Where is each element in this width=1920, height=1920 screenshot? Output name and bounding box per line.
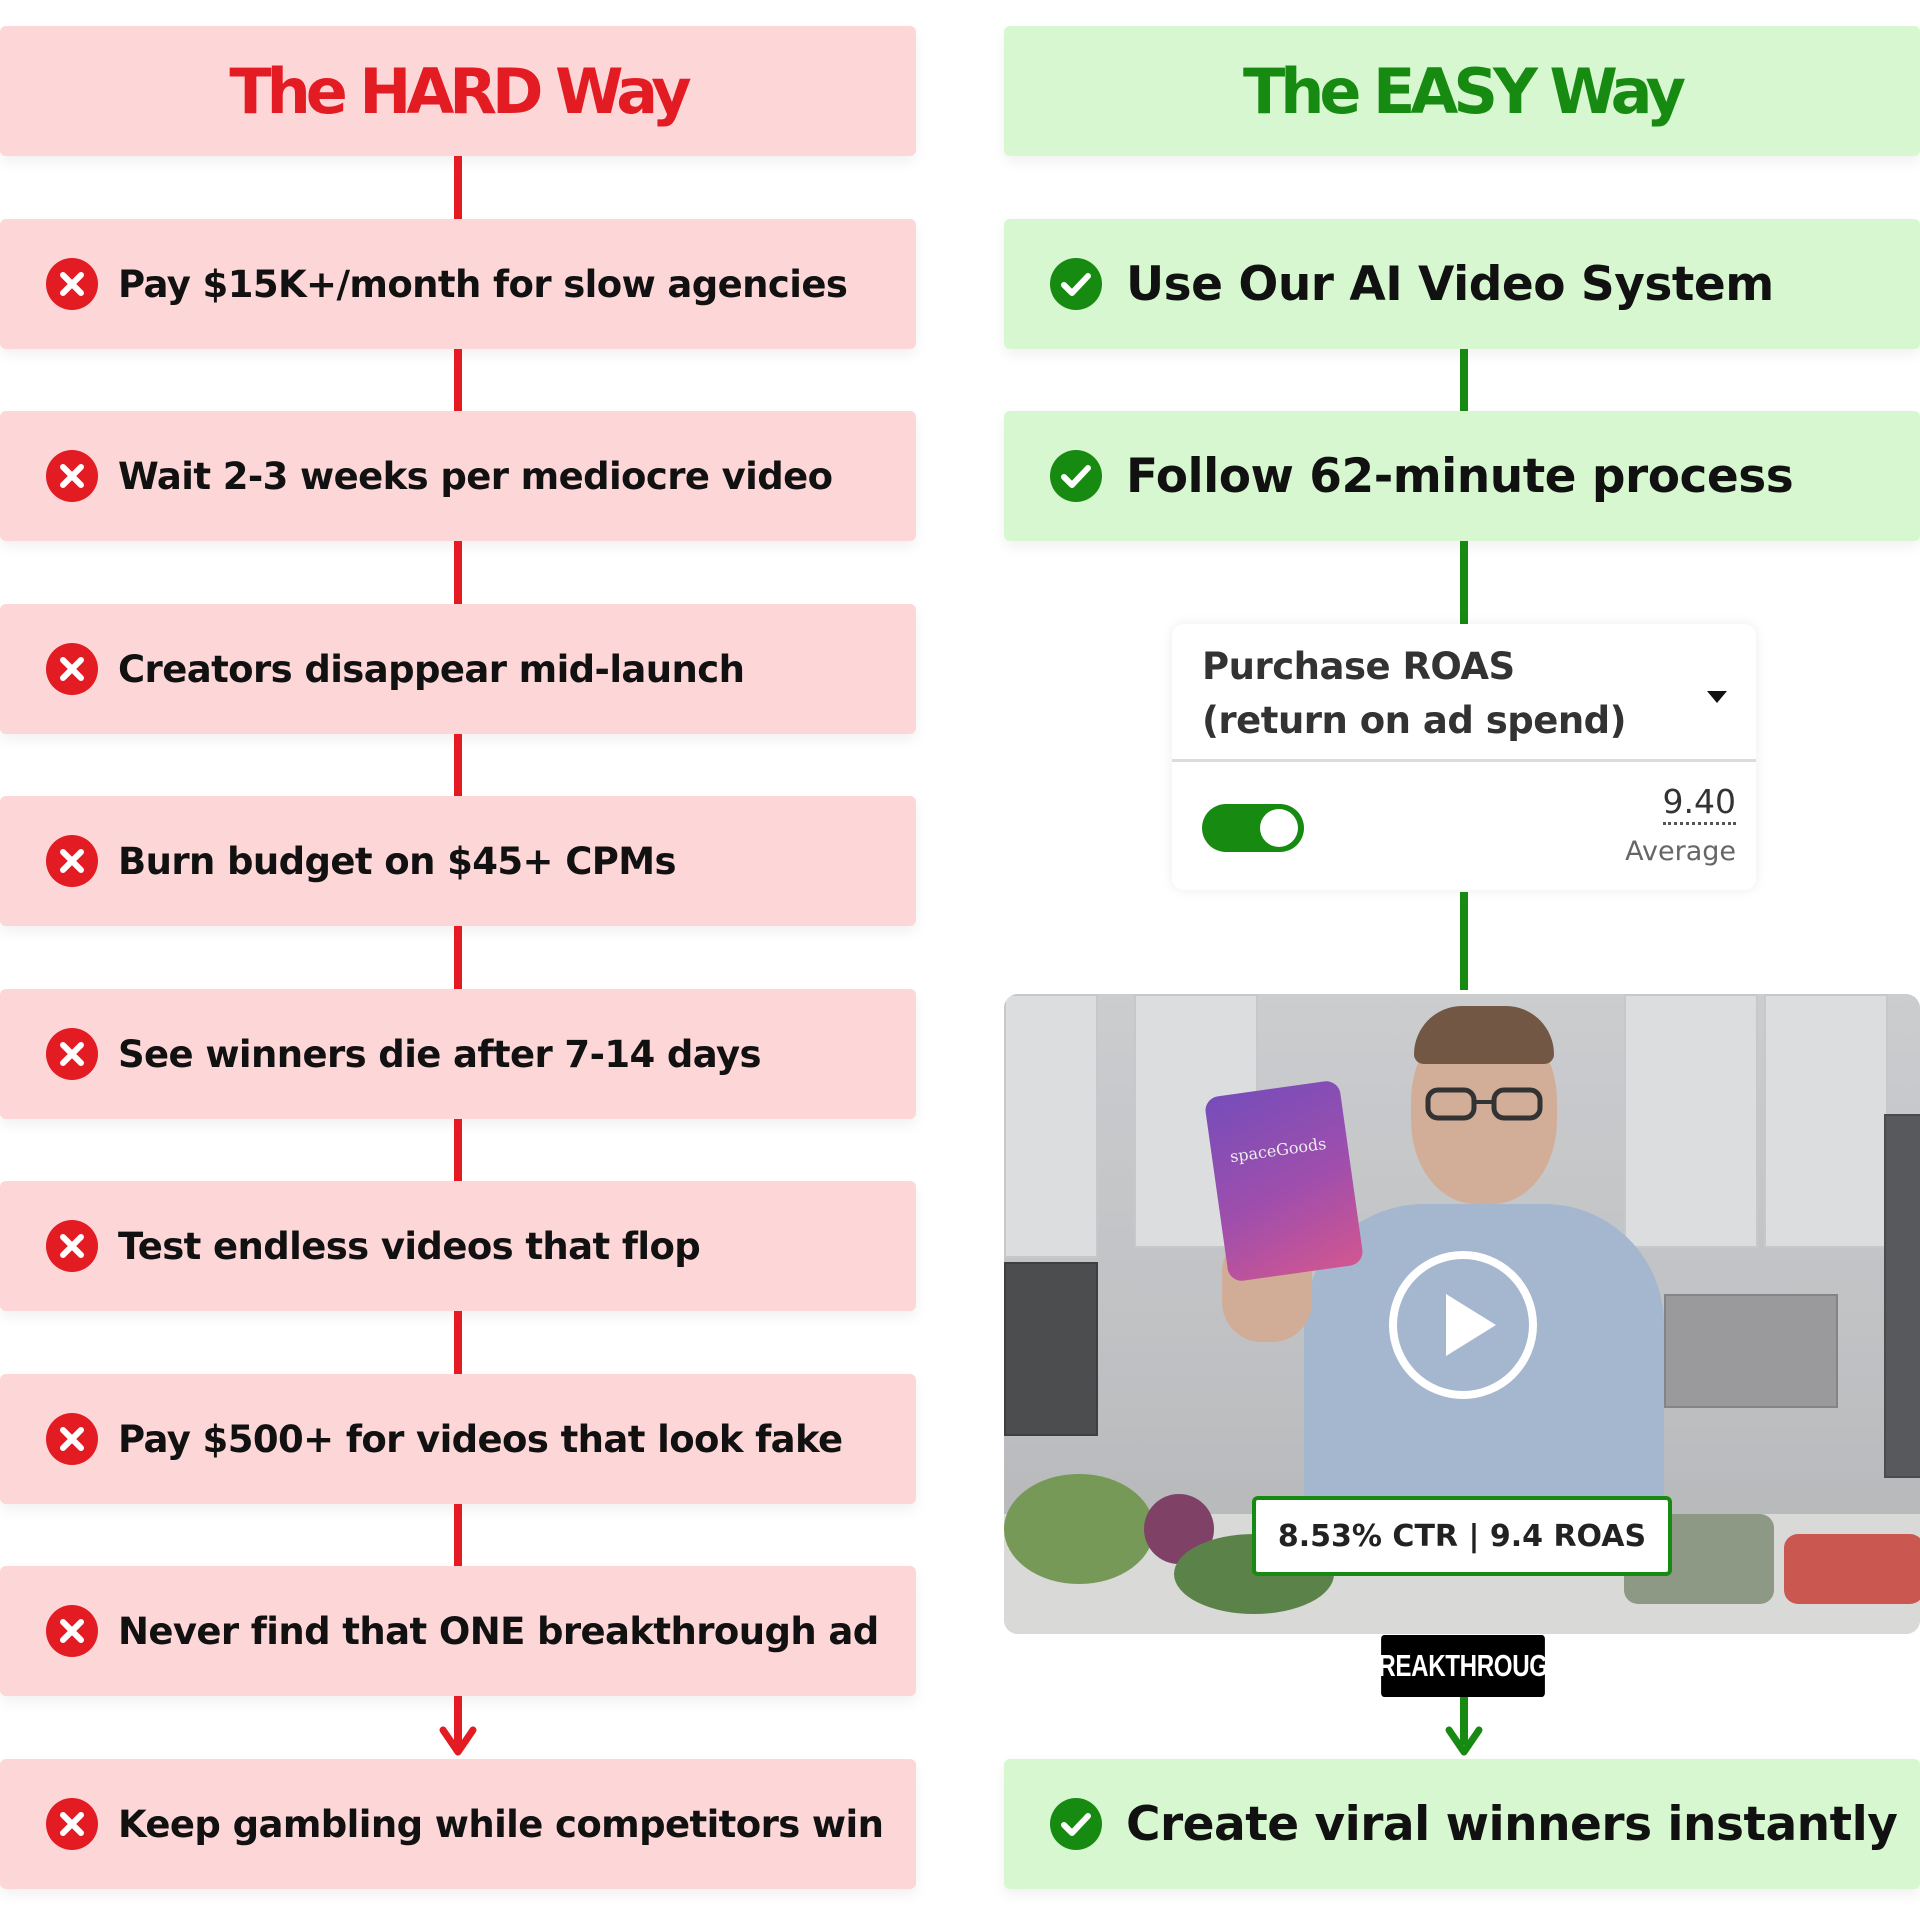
- x-circle-icon: [46, 1028, 98, 1080]
- hard-way-item: Never find that ONE breakthrough ad: [0, 1566, 916, 1696]
- toggle-knob: [1260, 809, 1298, 847]
- breakthrough-tag: BREAKTHROUGH: [1361, 1635, 1565, 1697]
- cabinet: [1624, 994, 1758, 1248]
- connector-line: [454, 349, 462, 412]
- roas-value-caption: Average: [1625, 836, 1736, 867]
- hard-way-item-label: See winners die after 7-14 days: [118, 1032, 762, 1076]
- check-circle-icon: [1050, 258, 1102, 310]
- connector-line: [1460, 349, 1468, 412]
- x-circle-icon: [46, 1220, 98, 1272]
- roas-value: 9.40: [1662, 782, 1736, 825]
- easy-way-item-label: Create viral winners instantly: [1126, 1796, 1898, 1852]
- hard-way-item-label: Test endless videos that flop: [118, 1224, 701, 1268]
- food-container: [1784, 1534, 1920, 1604]
- hard-way-item: See winners die after 7-14 days: [0, 989, 916, 1119]
- caret-down-icon[interactable]: [1706, 690, 1728, 704]
- hard-way-item-label: Keep gambling while competitors win: [118, 1802, 884, 1846]
- connector-line: [454, 1504, 462, 1567]
- vegetables: [1004, 1474, 1154, 1584]
- connector-line: [454, 1311, 462, 1375]
- connector-line: [454, 541, 462, 605]
- connector-line: [454, 1696, 462, 1746]
- hard-way-item-label: Never find that ONE breakthrough ad: [118, 1609, 879, 1653]
- hard-way-item: Creators disappear mid-launch: [0, 604, 916, 734]
- hard-way-item: Pay $15K+/month for slow agencies: [0, 219, 916, 349]
- stats-badge: 8.53% CTR | 9.4 ROAS: [1252, 1496, 1672, 1576]
- easy-way-item: Follow 62-minute process: [1004, 411, 1920, 541]
- check-circle-icon: [1050, 1798, 1102, 1850]
- x-circle-icon: [46, 450, 98, 502]
- card-divider: [1172, 759, 1756, 762]
- hard-way-item-label: Wait 2-3 weeks per mediocre video: [118, 454, 833, 498]
- metric-toggle[interactable]: [1202, 804, 1304, 852]
- easy-way-item: Use Our AI Video System: [1004, 219, 1920, 349]
- connector-line: [454, 156, 462, 220]
- play-icon[interactable]: [1388, 1250, 1538, 1400]
- oven: [1004, 1262, 1098, 1436]
- hard-way-item: Wait 2-3 weeks per mediocre video: [0, 411, 916, 541]
- fridge: [1884, 1114, 1920, 1478]
- x-circle-icon: [46, 643, 98, 695]
- metric-select-label[interactable]: Purchase ROAS (return on ad spend): [1202, 645, 1627, 742]
- hard-way-item: Test endless videos that flop: [0, 1181, 916, 1311]
- x-circle-icon: [46, 835, 98, 887]
- person-hair: [1414, 1006, 1554, 1064]
- easy-way-column: The EASY Way Use Our AI Video System Fol…: [1004, 0, 1920, 1920]
- connector-line: [1460, 541, 1468, 624]
- hard-way-header: The HARD Way: [0, 26, 916, 156]
- x-circle-icon: [46, 258, 98, 310]
- connector-line: [1460, 1697, 1468, 1745]
- hard-way-item-label: Pay $500+ for videos that look fake: [118, 1417, 843, 1461]
- hard-way-item: Burn budget on $45+ CPMs: [0, 796, 916, 926]
- easy-way-item-label: Use Our AI Video System: [1126, 256, 1774, 312]
- connector-line: [454, 1119, 462, 1182]
- easy-way-item-label: Follow 62-minute process: [1126, 448, 1794, 504]
- hard-way-item: Pay $500+ for videos that look fake: [0, 1374, 916, 1504]
- hard-way-item-label: Burn budget on $45+ CPMs: [118, 839, 677, 883]
- easy-way-item: Create viral winners instantly: [1004, 1759, 1920, 1889]
- connector-line: [1460, 892, 1468, 990]
- arrow-down-icon: [1445, 1726, 1483, 1756]
- x-circle-icon: [46, 1605, 98, 1657]
- hard-way-title: The HARD Way: [229, 54, 691, 128]
- arrow-down-icon: [439, 1726, 477, 1756]
- x-circle-icon: [46, 1413, 98, 1465]
- roas-metric-card: Purchase ROAS (return on ad spend) 9.40 …: [1172, 624, 1756, 890]
- hard-way-column: The HARD Way Pay $15K+/month for slow ag…: [0, 0, 916, 1920]
- easy-way-header: The EASY Way: [1004, 26, 1920, 156]
- x-circle-icon: [46, 1798, 98, 1850]
- cabinet: [1764, 994, 1888, 1248]
- connector-line: [454, 734, 462, 797]
- connector-line: [454, 926, 462, 990]
- toaster-oven: [1664, 1294, 1838, 1408]
- glasses-icon: [1425, 1087, 1543, 1121]
- hard-way-item-label: Pay $15K+/month for slow agencies: [118, 262, 848, 306]
- easy-way-title: The EASY Way: [1242, 54, 1686, 128]
- hard-way-item: Keep gambling while competitors win: [0, 1759, 916, 1889]
- cabinet: [1004, 994, 1098, 1258]
- check-circle-icon: [1050, 450, 1102, 502]
- hard-way-item-label: Creators disappear mid-launch: [118, 647, 745, 691]
- video-player[interactable]: spaceGoods 8.53% CTR | 9.4 ROAS: [1004, 994, 1920, 1634]
